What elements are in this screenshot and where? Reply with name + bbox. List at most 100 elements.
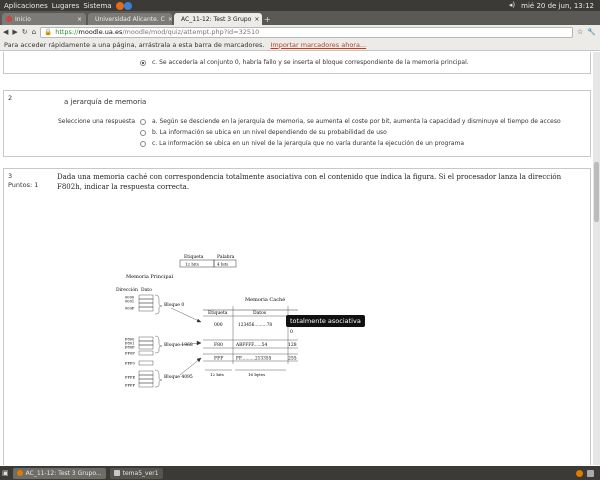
tab-inicio[interactable]: Inicio × (2, 13, 86, 25)
mc-foot-bits: 12 bits (210, 372, 224, 377)
question-number: 2 (8, 94, 13, 102)
question-2: 2 a jerarquía de memoria Seleccione una … (3, 90, 591, 157)
navigation-bar: ◀ ▶ ↻ ⌂ 🔒 https://moodle.ua.es/moodle/mo… (0, 25, 600, 39)
task-label: AC_11-12: Test 3 Grupo... (25, 469, 102, 477)
q2-option-c[interactable]: c. La información se ubica en un nivel d… (140, 140, 464, 147)
mc-col-datos: Datos (253, 310, 267, 316)
mc-title: Memoria Caché (245, 296, 285, 303)
option-text: c. La información se ubica en un nivel d… (152, 140, 464, 147)
tooltip: totalmente asociativa (286, 315, 365, 327)
address-bar[interactable]: 🔒 https://moodle.ua.es/moodle/mod/quiz/a… (40, 26, 573, 38)
tab-quiz[interactable]: AC_11-12: Test 3 Grupo × (174, 13, 262, 25)
chrome-icon (16, 470, 23, 476)
mp-col-dato: Dato (141, 287, 152, 293)
addr-FFFE: FFFE (125, 376, 135, 380)
lock-icon: 🔒 (44, 28, 53, 36)
tab-label: Universidad Alicante. C (95, 15, 165, 23)
select-answer-label: Seleccione una respuesta (58, 118, 135, 125)
mp-col-direccion: Dirección (116, 286, 138, 293)
option-text: c. Se accedería al conjunto 0, habría fa… (152, 59, 469, 66)
reload-icon[interactable]: ↻ (21, 27, 28, 36)
cache-diagram-figure: Etiqueta Palabra 12 bits 4 bits Memoria … (108, 250, 338, 400)
help-icon[interactable] (123, 1, 132, 10)
fmt-palabra: Palabra (217, 254, 235, 260)
radio-button[interactable] (140, 118, 146, 125)
url-path: /moodle/mod/quiz/attempt.php?id=32510 (122, 28, 260, 36)
mc-row3-tag: FFF (214, 356, 223, 362)
bookmarks-hint: Para acceder rápidamente a una página, a… (4, 40, 265, 49)
addr-0000: 0000 (125, 296, 135, 300)
question-1: c. Se accedería al conjunto 0, habría fa… (3, 52, 591, 74)
mc-row1-data: 123456.........78 (238, 323, 272, 328)
new-tab-icon[interactable]: + (264, 15, 271, 24)
tray-chrome-icon[interactable] (576, 469, 583, 477)
wrench-icon[interactable]: 🔧 (587, 27, 596, 36)
addr-0001: 0001 (125, 300, 134, 304)
mc-row3-index: 255 (288, 356, 297, 362)
menu-aplicaciones[interactable]: Aplicaciones (4, 1, 48, 10)
bloque-0-label: Bloque 0 (164, 302, 184, 308)
menu-sistema[interactable]: Sistema (83, 1, 112, 10)
radio-button[interactable] (140, 129, 146, 136)
cache-diagram-svg: Etiqueta Palabra 12 bits 4 bits Memoria … (116, 254, 298, 388)
radio-button[interactable] (140, 140, 146, 147)
clock[interactable]: mié 20 de jun, 13:12 (521, 1, 594, 10)
system-top-panel: Aplicaciones Lugares Sistema ◂) mié 20 d… (0, 0, 600, 11)
forward-icon[interactable]: ▶ (12, 27, 18, 36)
home-icon[interactable]: ⌂ (31, 27, 37, 36)
question-text: Dada una memoria caché con correspondenc… (57, 173, 562, 191)
browser-tab-strip: Inicio × Universidad Alicante. C × AC_11… (0, 11, 600, 25)
mc-row2-data: ABFFFF......54 (235, 343, 267, 348)
mc-foot-bytes: 16 bytes (248, 372, 265, 377)
url-host: moodle.ua.es (78, 28, 123, 36)
show-desktop-icon[interactable]: ▣ (2, 468, 9, 477)
tab-label: AC_11-12: Test 3 Grupo (181, 15, 252, 23)
question-meta: 3 Puntos: 1 (8, 172, 38, 190)
close-tab-icon[interactable]: × (254, 15, 260, 23)
question-text: a jerarquía de memoria (64, 98, 147, 106)
option-text: a. Según se desciende en la jerarquía de… (152, 118, 561, 125)
fmt-bits-etiqueta: 12 bits (185, 262, 199, 267)
addr-000F: 000F (125, 307, 135, 311)
close-tab-icon[interactable]: × (167, 15, 172, 23)
import-bookmarks-link[interactable]: Importar marcadores ahora... (270, 40, 367, 49)
bloque-1968-label: Bloque 1968 (164, 342, 193, 348)
mp-title: Memoria Principal (126, 274, 174, 280)
volume-icon[interactable]: ◂) (508, 0, 516, 9)
url-prefix: https:// (55, 28, 79, 36)
tab-label: Inicio (15, 15, 31, 23)
star-icon[interactable]: ☆ (577, 27, 584, 36)
firefox-icon[interactable] (115, 1, 124, 10)
taskbar-item-browser[interactable]: AC_11-12: Test 3 Grupo... (12, 467, 106, 479)
option-text: b. La información se ubica en un nivel d… (152, 129, 387, 136)
back-icon[interactable]: ◀ (3, 27, 9, 36)
addr-F801: F801 (125, 342, 134, 346)
addr-FFF0: FFF0 (125, 362, 135, 366)
taskbar-item-document[interactable]: tema5_ver1 (109, 467, 163, 479)
addr-FF0F: FF0F (125, 352, 135, 356)
mc-col-etiqueta: Etiqueta (208, 310, 228, 316)
radio-button[interactable] (140, 59, 146, 66)
task-label: tema5_ver1 (122, 469, 159, 477)
addr-FFFF: FFFF (125, 384, 135, 388)
q2-option-b[interactable]: b. La información se ubica en un nivel d… (140, 129, 387, 136)
tab-universidad[interactable]: Universidad Alicante. C × (88, 13, 172, 25)
mc-row2-tag: F80 (214, 342, 223, 348)
favicon-icon (6, 16, 12, 22)
page-scrollbar[interactable] (593, 52, 600, 465)
menu-lugares[interactable]: Lugares (51, 1, 80, 10)
question-points: Puntos: 1 (8, 181, 39, 189)
document-icon (113, 470, 120, 476)
workspace-switcher-icon[interactable] (587, 469, 594, 477)
scrollbar-thumb[interactable] (594, 162, 599, 222)
q1-option-c[interactable]: c. Se accedería al conjunto 0, habría fa… (140, 59, 469, 66)
mc-row3-data: FF..........213355 (236, 357, 272, 362)
q2-option-a[interactable]: a. Según se desciende en la jerarquía de… (140, 118, 561, 125)
addr-F80F: F80F (125, 346, 135, 350)
addr-F800: F800 (125, 338, 135, 342)
close-tab-icon[interactable]: × (76, 15, 82, 23)
mc-row1-tag: 000 (214, 322, 223, 328)
system-taskbar: ▣ AC_11-12: Test 3 Grupo... tema5_ver1 (0, 466, 600, 480)
bloque-4095-label: Bloque 4095 (164, 374, 193, 380)
fmt-etiqueta: Etiqueta (184, 254, 204, 260)
